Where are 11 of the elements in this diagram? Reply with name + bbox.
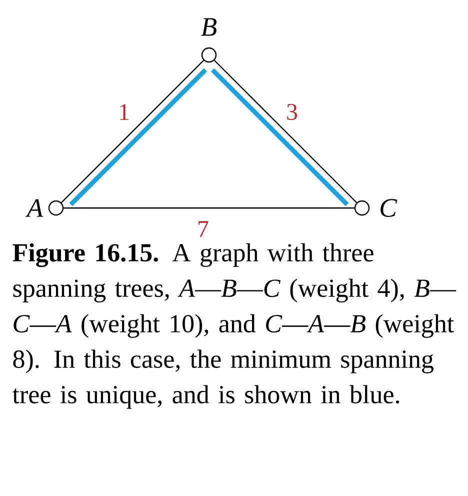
edge-line	[64, 207, 354, 209]
vertex-circle	[354, 200, 370, 216]
vertex-circle	[201, 47, 217, 63]
vertex-label: A	[25, 199, 44, 217]
weight-label: 3	[287, 104, 298, 120]
figure-caption: Figure 16.15. A graph with three spanning trees, A—B—C (weight 4), B—C—A (weight 10), and C—A—B (weight 8). In this case, the minimum spanning tree is unique, and is shown in blue.	[12, 243, 456, 409]
weight-label: 7	[198, 221, 208, 237]
vertex-circle	[48, 200, 64, 216]
vertex-label: C	[380, 199, 398, 217]
vertex-label: B	[201, 18, 217, 36]
weight-label: 1	[120, 104, 129, 120]
